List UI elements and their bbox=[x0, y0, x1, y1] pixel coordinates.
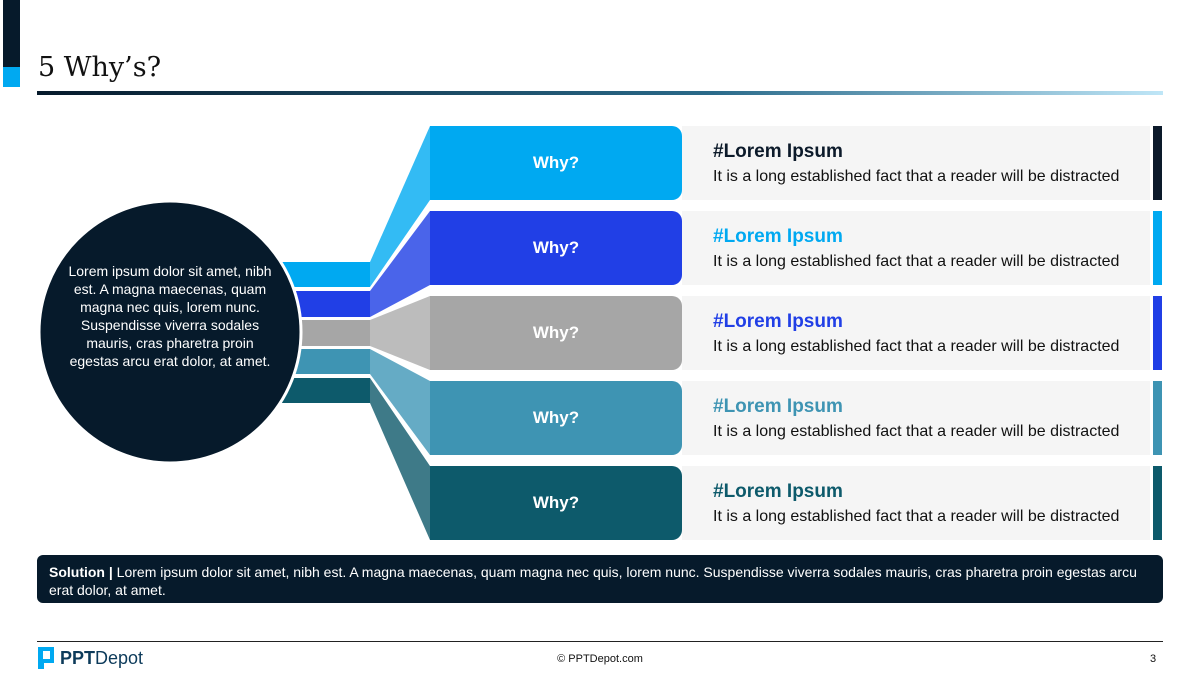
page-number: 3 bbox=[1150, 653, 1157, 665]
connector-taper bbox=[370, 211, 430, 317]
answer-heading: #Lorem Ipsum bbox=[713, 141, 843, 162]
why-box: Why? bbox=[430, 126, 682, 200]
connector-taper bbox=[370, 378, 430, 540]
answer-card: #Lorem Ipsum It is a long established fa… bbox=[682, 466, 1150, 540]
answer-accent-bar bbox=[1153, 381, 1162, 455]
connector-stub bbox=[282, 262, 370, 287]
answer-heading: #Lorem Ipsum bbox=[713, 311, 843, 332]
footer-divider bbox=[37, 641, 1163, 642]
answer-heading: #Lorem Ipsum bbox=[713, 226, 843, 247]
answer-text: It is a long established fact that a rea… bbox=[713, 253, 1120, 270]
why-box: Why? bbox=[430, 466, 682, 540]
accent-bar-light bbox=[3, 67, 20, 87]
solution-label: Solution | bbox=[49, 564, 113, 580]
answer-accent-bar bbox=[1153, 296, 1162, 370]
answer-card: #Lorem Ipsum It is a long established fa… bbox=[682, 296, 1150, 370]
answer-text: It is a long established fact that a rea… bbox=[713, 423, 1120, 440]
answer-heading: #Lorem Ipsum bbox=[713, 396, 843, 417]
why-box: Why? bbox=[430, 296, 682, 370]
connector-taper bbox=[370, 126, 430, 287]
why-box: Why? bbox=[430, 381, 682, 455]
copyright: © PPTDepot.com bbox=[557, 653, 643, 665]
solution-text: Lorem ipsum dolor sit amet, nibh est. A … bbox=[49, 564, 1137, 598]
answer-text: It is a long established fact that a rea… bbox=[713, 508, 1120, 525]
answer-text: It is a long established fact that a rea… bbox=[713, 168, 1120, 185]
answer-accent-bar bbox=[1153, 126, 1162, 200]
logo-icon bbox=[38, 647, 54, 669]
answer-accent-bar bbox=[1153, 211, 1162, 285]
title-underline bbox=[37, 91, 1163, 95]
connector-taper bbox=[370, 296, 430, 370]
answer-heading: #Lorem Ipsum bbox=[713, 481, 843, 502]
logo-text: PPTDepot bbox=[60, 647, 144, 668]
solution-box: Solution | Lorem ipsum dolor sit amet, n… bbox=[37, 555, 1163, 603]
answer-card: #Lorem Ipsum It is a long established fa… bbox=[682, 381, 1150, 455]
answer-accent-bar bbox=[1153, 466, 1162, 540]
connector-taper bbox=[370, 349, 430, 455]
answer-card: #Lorem Ipsum It is a long established fa… bbox=[682, 211, 1150, 285]
connector-stub bbox=[282, 378, 370, 403]
page-title: 5 Why’s? bbox=[38, 52, 162, 83]
center-circle bbox=[37, 199, 303, 465]
footer-logo: PPTDepot bbox=[38, 647, 143, 669]
why-box: Why? bbox=[430, 211, 682, 285]
center-text: Lorem ipsum dolor sit amet, nibh est. A … bbox=[68, 263, 272, 369]
accent-bar-dark bbox=[3, 0, 20, 67]
answer-card: #Lorem Ipsum It is a long established fa… bbox=[682, 126, 1150, 200]
answer-text: It is a long established fact that a rea… bbox=[713, 338, 1120, 355]
